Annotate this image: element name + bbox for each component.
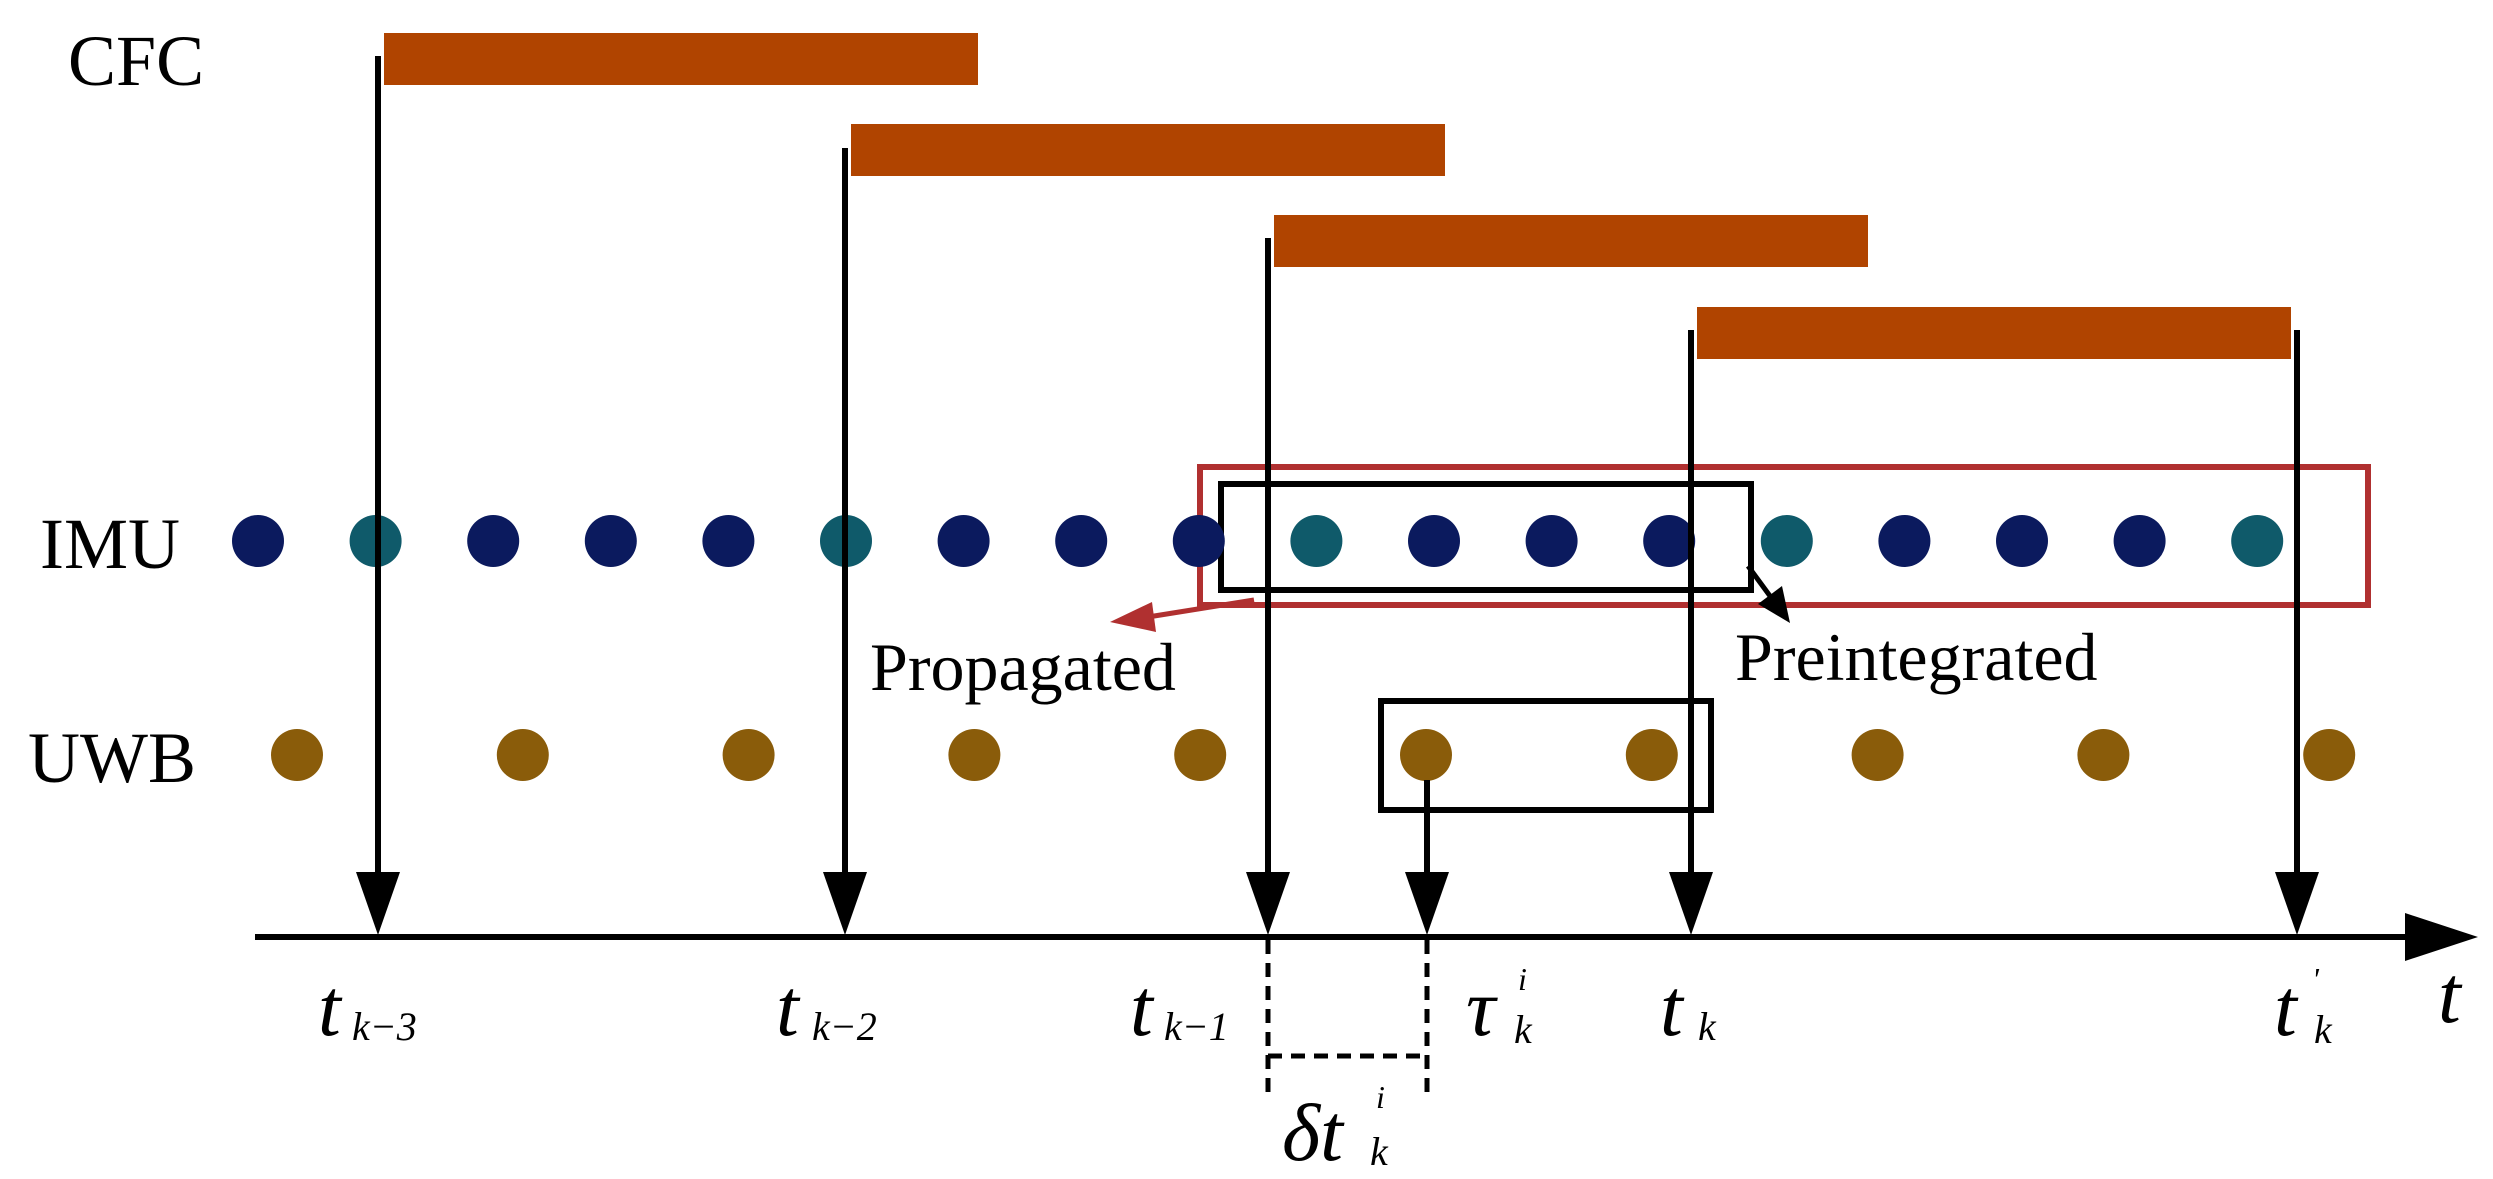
imu-keyframe-sample — [1290, 515, 1343, 567]
imu-sample — [1055, 515, 1108, 567]
interval-label: δt i k — [1282, 1079, 1389, 1178]
uwb-sample — [1174, 729, 1227, 781]
uwb-sample — [1851, 729, 1904, 781]
imu-row-label: IMU — [40, 504, 180, 584]
preintegrated-pointer — [1745, 564, 1790, 623]
imu-sample — [1408, 515, 1460, 567]
tick-main: t — [1130, 962, 1155, 1053]
tick-main: τ — [1466, 962, 1498, 1053]
tick-label-tk-prime: t ' k — [2274, 961, 2333, 1053]
uwb-sample — [271, 729, 323, 781]
tick-sup: i — [1518, 961, 1527, 997]
tick-main: t — [1660, 962, 1685, 1053]
tick-label-tk-2: t k−2 — [776, 962, 877, 1053]
arrow-tk-2 — [823, 148, 867, 935]
cfc-bar-2 — [851, 124, 1445, 176]
tick-label-tk-1: t k−1 — [1130, 962, 1229, 1053]
uwb-samples — [271, 729, 2356, 781]
sync-arrows — [356, 56, 2319, 935]
uwb-window-frame — [1378, 698, 1714, 813]
arrow-tk-1 — [1246, 238, 1290, 935]
arrow-tk-3 — [356, 56, 400, 935]
tick-sub: k−3 — [352, 1004, 417, 1049]
imu-sample — [2113, 515, 2166, 567]
arrow-tk — [1669, 330, 1713, 935]
imu-sample — [937, 515, 990, 567]
imu-sample — [1525, 515, 1578, 567]
imu-sample — [1643, 515, 1696, 567]
tick-sub: k — [2314, 1007, 2333, 1052]
cfc-bar-4 — [1697, 307, 2291, 359]
cfc-bar-1 — [384, 33, 978, 85]
tick-main: t — [318, 962, 343, 1053]
tick-sub: k−2 — [812, 1004, 877, 1049]
imu-sample — [232, 515, 284, 567]
imu-keyframe-sample — [2231, 515, 2284, 567]
tick-sub: k — [1514, 1007, 1533, 1052]
propagated-label: Propagated — [870, 629, 1176, 705]
tick-sup: ' — [2312, 961, 2320, 997]
arrow-tk-prime — [2275, 330, 2319, 935]
imu-sample — [1996, 515, 2048, 567]
uwb-row-label: UWB — [28, 718, 196, 798]
propagated-pointer — [1110, 597, 1255, 632]
imu-samples — [232, 515, 2284, 567]
cfc-row-label: CFC — [68, 21, 204, 101]
axis-variable-label: t — [2438, 949, 2463, 1040]
imu-sample — [467, 515, 520, 567]
tick-label-tk-3: t k−3 — [318, 962, 417, 1053]
preintegrated-label: Preintegrated — [1735, 619, 2098, 695]
interval-main: δt — [1282, 1087, 1345, 1178]
interval-sup: i — [1376, 1079, 1385, 1115]
tick-main: t — [2274, 962, 2299, 1053]
cfc-bars — [384, 33, 2291, 359]
uwb-sample — [722, 729, 775, 781]
time-axis — [255, 913, 2478, 961]
uwb-sample — [2077, 729, 2130, 781]
tick-sub: k−1 — [1164, 1004, 1229, 1049]
uwb-sample — [496, 729, 549, 781]
imu-sample — [702, 515, 755, 567]
imu-sample — [584, 515, 637, 567]
interval-sub: k — [1370, 1129, 1389, 1174]
interval-bracket — [1265, 940, 1430, 1100]
tick-label-tk: t k — [1660, 962, 1717, 1053]
tick-sub: k — [1698, 1004, 1717, 1049]
uwb-sample — [948, 729, 1001, 781]
imu-sample — [1878, 515, 1931, 567]
arrow-tau — [1405, 780, 1449, 935]
uwb-sample — [2303, 729, 2356, 781]
tick-label-tau: τ i k — [1466, 961, 1533, 1053]
imu-keyframe-sample — [1760, 515, 1813, 567]
cfc-bar-3 — [1274, 215, 1868, 267]
imu-sample — [1172, 515, 1225, 567]
uwb-sample — [1625, 729, 1678, 781]
tick-main: t — [776, 962, 801, 1053]
uwb-sample — [1400, 729, 1452, 781]
